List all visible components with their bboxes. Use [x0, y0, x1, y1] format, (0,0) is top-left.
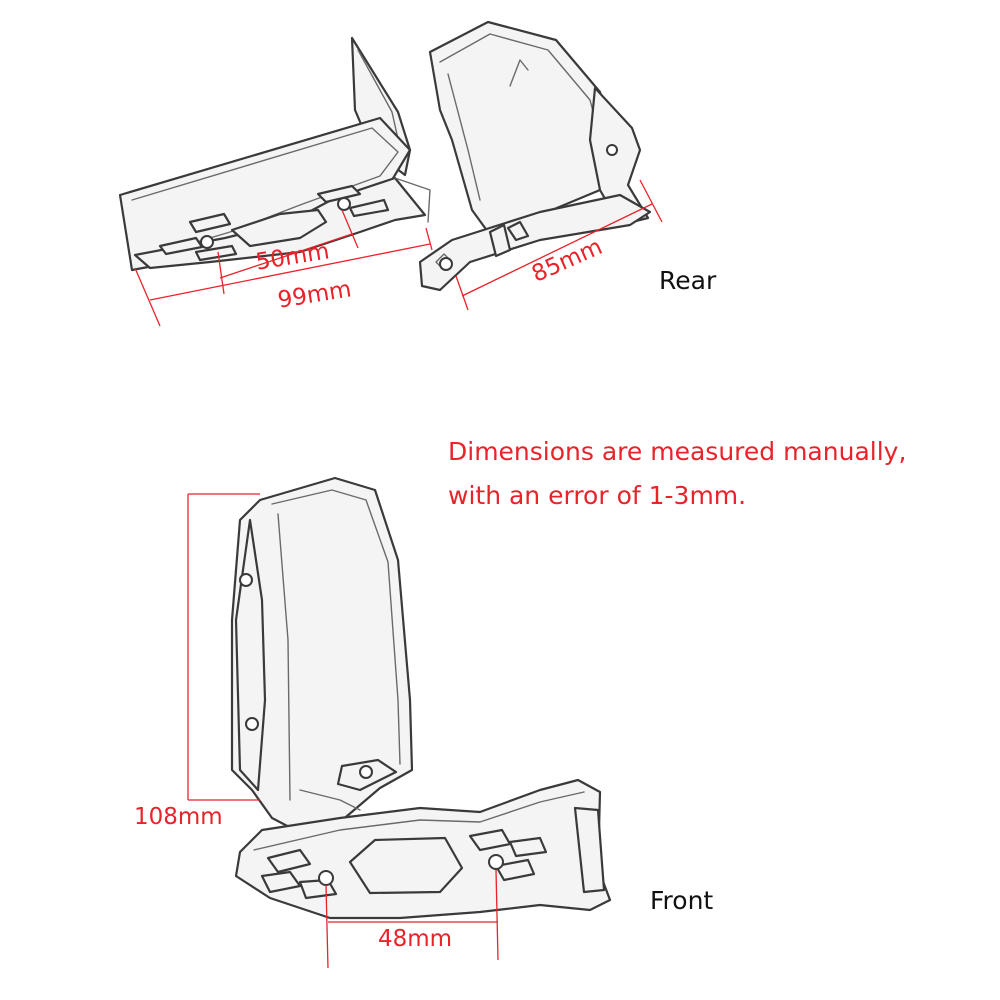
front-dimension-lines	[187, 493, 499, 969]
front-height-label: 108mm	[134, 804, 223, 830]
front-upright-bracket	[230, 476, 414, 832]
front-hole-spacing-label: 48mm	[378, 926, 453, 952]
rear-left-bracket	[118, 36, 431, 272]
measurement-note: Dimensions are measured manually, with a…	[448, 430, 968, 518]
front-footplate	[234, 778, 612, 920]
front-view-label: Front	[650, 886, 714, 915]
rear-view-label: Rear	[659, 266, 717, 295]
measurement-note-line-1: Dimensions are measured manually,	[448, 437, 907, 466]
rear-right-bracket	[418, 20, 652, 292]
measurement-note-line-2: with an error of 1-3mm.	[448, 481, 747, 510]
rear-dimension-lines	[134, 179, 663, 327]
